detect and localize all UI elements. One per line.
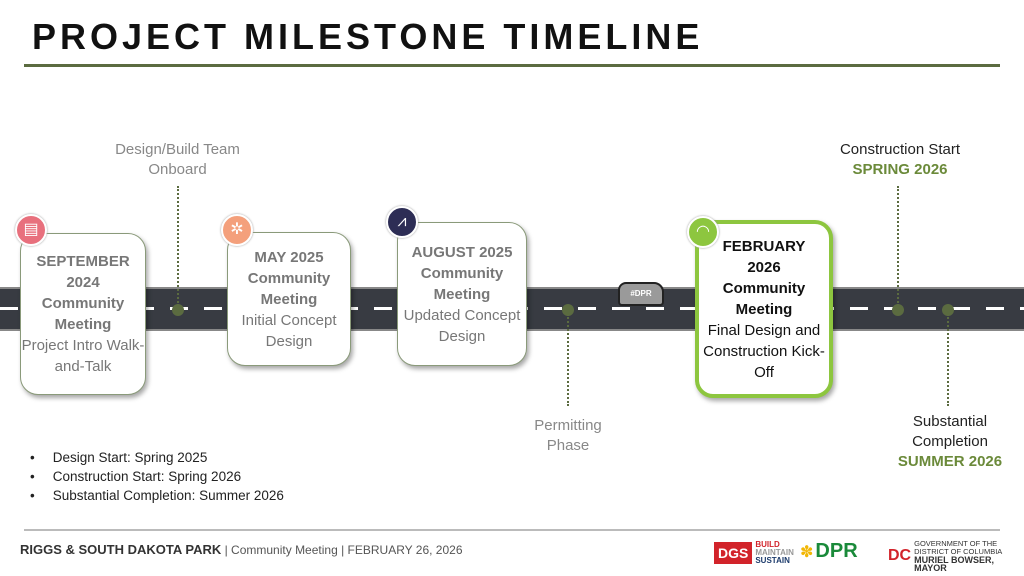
- page-title: PROJECT MILESTONE TIMELINE: [32, 16, 704, 57]
- card-date: MAY 2025: [254, 248, 324, 266]
- card-desc: Project Intro Walk-and-Talk: [21, 337, 145, 375]
- card-date: AUGUST 2025: [411, 243, 513, 261]
- connector-line: [897, 186, 899, 306]
- milestone-construction-start: Construction Start SPRING 2026: [820, 140, 980, 180]
- milestone-dot: [942, 304, 954, 316]
- bullet-item: Design Start: Spring 2025: [30, 448, 284, 467]
- milestone-permitting: Permitting Phase: [534, 417, 602, 454]
- milestone-dot: [172, 304, 184, 316]
- dpr-logo: ✽ DPR: [800, 540, 858, 562]
- footer-divider: [24, 529, 1000, 531]
- car-icon: #DPR: [618, 282, 664, 306]
- milestone-season: SUMMER 2026: [897, 453, 1003, 470]
- card-date: FEBRUARY 2026: [722, 237, 806, 276]
- card-date: SEPTEMBER 2024: [36, 253, 130, 291]
- connector-line: [177, 186, 179, 306]
- card-event: Community Meeting: [722, 279, 806, 318]
- card-desc: Updated Concept Design: [403, 306, 521, 345]
- milestone-dot: [892, 304, 904, 316]
- card-feb-2026: FEBRUARY 2026 Community Meeting Final De…: [695, 220, 833, 398]
- title-divider: [24, 64, 1000, 67]
- network-icon: ✲: [221, 214, 253, 246]
- card-event: Community Meeting: [420, 264, 504, 303]
- footer-project: RIGGS & SOUTH DAKOTA PARK: [20, 542, 222, 557]
- summary-bullets: Design Start: Spring 2025 Construction S…: [30, 448, 284, 505]
- milestone-label: Construction Start: [839, 141, 961, 158]
- connector-line: [567, 314, 569, 406]
- footer-meta: | Community Meeting | FEBRUARY 26, 2026: [221, 543, 463, 557]
- clipboard-icon: ▤: [15, 214, 47, 246]
- compass-icon: ⩘: [386, 206, 418, 238]
- milestone-dot: [562, 304, 574, 316]
- bullet-item: Substantial Completion: Summer 2026: [30, 486, 284, 505]
- milestone-label: Substantial Completion: [912, 413, 988, 450]
- leaf-icon: ✽: [800, 543, 814, 561]
- hardhat-icon: ◠: [687, 216, 719, 248]
- card-aug-2025: AUGUST 2025 Community Meeting Updated Co…: [397, 222, 527, 366]
- card-desc: Final Design and Construction Kick-Off: [703, 321, 825, 381]
- milestone-substantial-completion: Substantial Completion SUMMER 2026: [880, 412, 1020, 472]
- card-event: Community Meeting: [247, 269, 331, 308]
- footer-text: RIGGS & SOUTH DAKOTA PARK | Community Me…: [20, 542, 463, 557]
- card-desc: Initial Concept Design: [241, 311, 337, 350]
- bullet-item: Construction Start: Spring 2026: [30, 467, 284, 486]
- milestone-design-build: Design/Build Team Onboard: [115, 141, 240, 178]
- milestone-season: SPRING 2026: [852, 161, 948, 178]
- connector-line: [947, 314, 949, 406]
- card-may-2025: MAY 2025 Community Meeting Initial Conce…: [227, 232, 351, 366]
- card-sept-2024: SEPTEMBER 2024 Community Meeting Project…: [20, 233, 146, 395]
- card-event: Community Meeting: [41, 295, 125, 333]
